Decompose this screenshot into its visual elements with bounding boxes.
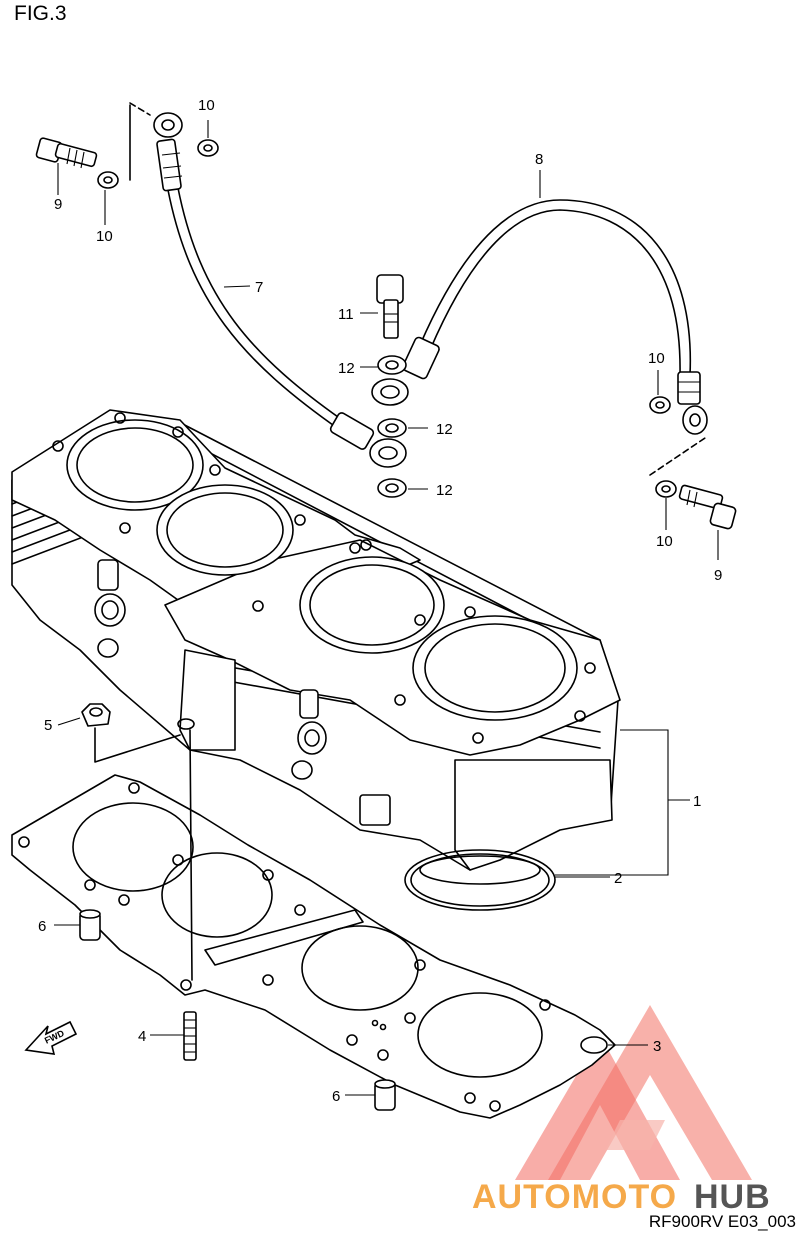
watermark-logo xyxy=(515,1005,752,1180)
callout-10-right-upper: 10 xyxy=(648,350,665,367)
callout-2: 2 xyxy=(614,870,622,887)
callout-7: 7 xyxy=(255,279,263,296)
callout-10-right-lower: 10 xyxy=(656,533,673,550)
callout-10-top: 10 xyxy=(198,97,215,114)
cylinder-base-gasket xyxy=(11,774,616,1119)
watermark-text: AUTOMOTO HUB xyxy=(472,1178,771,1216)
dowel-pin-6-b xyxy=(374,1079,396,1111)
callout-labels: 1 2 3 4 5 6 6 7 8 9 9 10 10 10 10 11 12 … xyxy=(38,97,722,1105)
washer-10-c xyxy=(649,396,671,414)
watermark-text-part1: AUTOMOTO xyxy=(472,1178,677,1216)
washer-12-b xyxy=(377,418,407,438)
washer-10-d xyxy=(655,480,677,498)
callout-12-middle: 12 xyxy=(436,421,453,438)
washer-10-b xyxy=(197,139,219,157)
callout-11: 11 xyxy=(338,306,354,323)
callout-12-lower: 12 xyxy=(436,482,453,499)
union-bolt-11 xyxy=(376,274,404,339)
callout-5: 5 xyxy=(44,717,52,734)
callout-4: 4 xyxy=(138,1028,146,1045)
washer-12-a xyxy=(377,355,407,375)
callout-1: 1 xyxy=(693,793,701,810)
washer-10-a xyxy=(97,171,119,189)
callout-6-lower: 6 xyxy=(332,1088,340,1105)
callout-9-left: 9 xyxy=(54,196,62,213)
stud-bolt-4 xyxy=(183,1011,197,1061)
oil-hose-left xyxy=(153,112,407,468)
callout-6-upper: 6 xyxy=(38,918,46,935)
dowel-pin-6-a xyxy=(79,909,101,941)
oil-hose-right xyxy=(371,199,708,435)
figure-title: FIG.3 xyxy=(14,2,67,25)
union-bolt-right xyxy=(678,484,737,530)
washer-12-c xyxy=(377,478,407,498)
cylinder-block xyxy=(11,409,621,885)
callout-3: 3 xyxy=(653,1038,661,1055)
union-bolt-left xyxy=(35,137,98,169)
nut-5 xyxy=(81,703,111,727)
callout-12-upper: 12 xyxy=(338,360,355,377)
o-ring xyxy=(404,849,556,911)
callout-10-left: 10 xyxy=(96,228,113,245)
callout-9-right: 9 xyxy=(714,567,722,584)
watermark-text-part2: HUB xyxy=(694,1178,771,1216)
callout-8: 8 xyxy=(535,151,543,168)
leader-lines xyxy=(54,102,719,1096)
drawing-code: RF900RV E03_003 xyxy=(648,1212,796,1231)
forward-direction-arrow-icon: FWD xyxy=(24,1020,78,1055)
